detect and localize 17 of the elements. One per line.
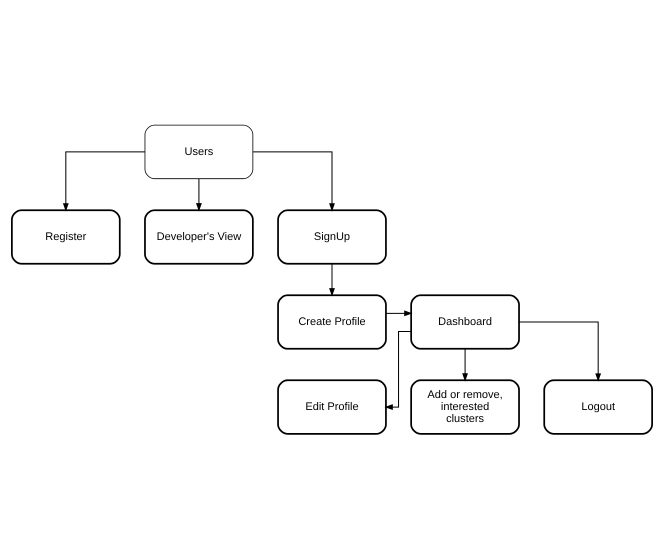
arrow bbox=[329, 263, 335, 296]
arrow bbox=[384, 330, 412, 410]
node-box: Logout bbox=[543, 378, 653, 434]
node-box: Users bbox=[144, 124, 254, 179]
node-box: Edit Profile bbox=[277, 378, 387, 434]
node-box: Create Profile bbox=[277, 294, 387, 350]
node-box: Developer's View bbox=[144, 208, 254, 264]
arrow bbox=[253, 150, 335, 212]
node-box: Dashboard bbox=[410, 294, 520, 350]
arrow bbox=[462, 348, 468, 382]
node-box: SignUp bbox=[277, 208, 387, 264]
arrow bbox=[62, 150, 145, 212]
arrow bbox=[519, 321, 602, 382]
arrow bbox=[386, 310, 413, 316]
node-box: Add or remove, interested clusters bbox=[410, 378, 520, 434]
arrow bbox=[196, 178, 202, 211]
node-box: Register bbox=[11, 208, 121, 264]
